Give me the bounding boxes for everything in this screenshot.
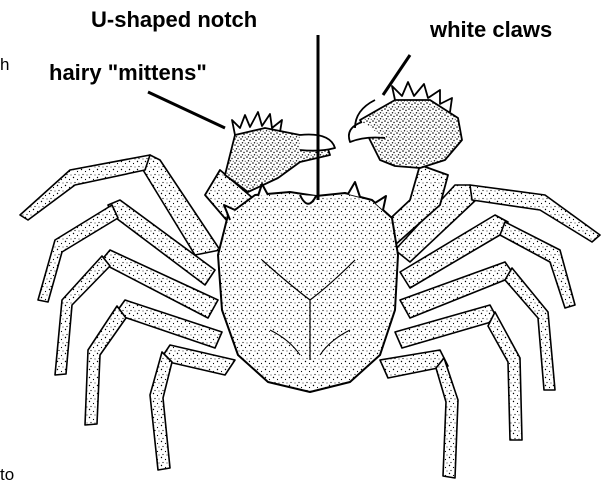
- crab-legs-left: [20, 155, 235, 470]
- mittens-label: hairy "mittens": [49, 62, 207, 84]
- notch-label: U-shaped notch: [91, 9, 257, 31]
- claws-label: white claws: [430, 19, 552, 41]
- crab-carapace: [218, 182, 398, 392]
- cropped-text-fragment-top: h: [0, 56, 9, 73]
- cropped-text-fragment-bottom: to: [0, 466, 14, 483]
- mittens-leader-line: [148, 92, 225, 128]
